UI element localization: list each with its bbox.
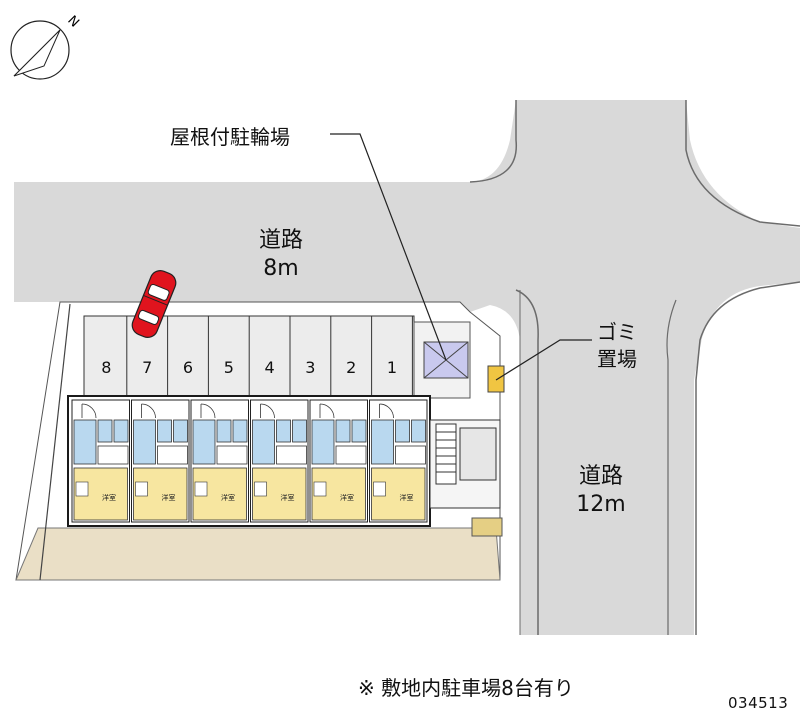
road-north-width: 8m [263, 256, 299, 281]
road-east-width: 12m [576, 492, 626, 517]
road-north-name: 道路 [258, 228, 303, 253]
parking-footnote: ※ 敷地内駐車場8台有り [358, 676, 574, 700]
parking-stall-number: 7 [142, 358, 153, 377]
garbage-callout-line1: ゴミ [597, 320, 637, 344]
road-curb-line [666, 299, 677, 635]
parking-stall-number: 4 [264, 358, 275, 377]
garden-strip [15, 527, 501, 581]
north-arrow-icon: N [10, 13, 82, 80]
road-north [14, 100, 800, 635]
parking-stall-number: 5 [223, 358, 234, 377]
parking-stall-number: 8 [101, 358, 112, 377]
room-label: 洋室 [281, 493, 295, 502]
north-letter: N [64, 13, 81, 30]
bicycle-callout-leader [330, 133, 447, 361]
road-east-name: 道路 [578, 464, 623, 489]
apartment-unit: 洋室 [250, 399, 309, 523]
parking-stall-number: 2 [346, 358, 357, 377]
site-boundary-west [39, 303, 71, 581]
parking-stall-number: 6 [182, 358, 194, 377]
utility-box [471, 517, 503, 537]
room-label: 洋室 [400, 493, 414, 502]
parking-stall-number: 3 [305, 358, 316, 377]
road-curb-line [469, 100, 517, 183]
room-label: 洋室 [102, 493, 116, 502]
car-icon [131, 270, 177, 338]
bicycle-parking-callout: 屋根付駐輪場 [170, 125, 290, 149]
apartment-unit: 洋室 [369, 399, 428, 523]
road-curb-line [685, 100, 800, 227]
room-label: 洋室 [221, 493, 235, 502]
room-label: 洋室 [162, 493, 176, 502]
road-north-label: 道路 8m [246, 227, 316, 283]
parking-stall-number: 1 [386, 358, 398, 377]
apartment-unit: 洋室 [71, 399, 130, 523]
garbage-station [487, 365, 505, 393]
road-east-label: 道路 12m [566, 463, 636, 519]
staircase [435, 423, 497, 485]
road-curb-line [695, 281, 800, 635]
apartment-unit: 洋室 [131, 399, 190, 523]
road-curb-line [515, 289, 539, 635]
apartment-unit: 洋室 [190, 399, 249, 523]
garbage-callout-line2: 置場 [597, 347, 637, 371]
room-label: 洋室 [340, 493, 354, 502]
property-code: 034513 [728, 694, 789, 712]
garbage-callout-leader [495, 339, 592, 381]
apartment-unit: 洋室 [309, 399, 368, 523]
